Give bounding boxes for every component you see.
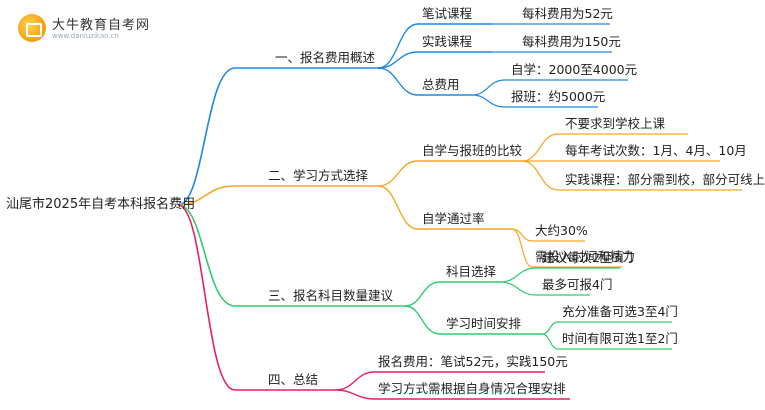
connector-b3-c1-l2 (499, 281, 590, 296)
leaf-pass-rate-value: 大约30% (535, 223, 588, 238)
leaf-class-fee: 报班：约5000元 (511, 89, 606, 104)
leaf-practice-fee: 每科费用为150元 (522, 34, 621, 49)
connector-root-b2 (177, 185, 378, 206)
book-logo-icon (18, 14, 46, 42)
node-written-course: 笔试课程 (422, 6, 473, 21)
leaf-self-study-fee: 自学：2000至4000元 (511, 62, 638, 77)
leaf-exam-times: 每年考试次数：1月、4月、10月 (565, 143, 747, 158)
leaf-limited-time: 时间有限可选1至2门 (562, 331, 678, 346)
node-time-plan: 学习时间安排 (446, 316, 522, 331)
node-practice-course: 实践课程 (422, 34, 473, 49)
node-subject-choice: 科目选择 (446, 264, 497, 279)
connector-b1-c1 (377, 23, 492, 69)
connector-b4-c2 (334, 389, 570, 400)
leaf-max-subjects: 最多可报4门 (542, 277, 613, 292)
leaf-written-fee: 每科费用为52元 (522, 6, 613, 21)
connector-root-b4 (177, 204, 335, 391)
leaf-no-school: 不要求到学校上课 (565, 116, 666, 131)
connector-b4-c1 (334, 371, 545, 391)
leaf-suggest-subjects: 建议每次2至3门 (542, 250, 633, 265)
connector-b2-c1-l3 (521, 160, 742, 191)
leaf-practice-location: 实践课程：部分需到校，部分可线上 (565, 172, 765, 187)
connector-b1-c2 (377, 51, 492, 69)
logo-name: 大牛教育自考网 (52, 18, 151, 33)
node-summary-mode: 学习方式需根据自身情况合理安排 (378, 381, 566, 396)
connector-b1-c3 (377, 67, 472, 96)
connector-b2-c1 (377, 160, 522, 187)
connector-b1-c3-l1 (471, 79, 628, 96)
node-total-fee: 总费用 (422, 77, 460, 92)
connector-b3-c2 (404, 305, 542, 335)
logo-url: www.daniuzikao.cn (52, 32, 119, 40)
node-pass-rate: 自学通过率 (422, 211, 485, 226)
connector-b2-c2 (377, 185, 512, 230)
connector-b3-c2-l2 (541, 333, 672, 350)
branch-study-mode: 二、学习方式选择 (268, 168, 369, 183)
node-summary-fee: 报名费用：笔试52元，实践150元 (378, 354, 568, 369)
node-self-vs-class: 自学与报班的比较 (422, 143, 523, 158)
connector-b3-c2-l1 (541, 321, 672, 335)
connector-root-b1 (177, 67, 378, 206)
branch-subject-count: 三、报名科目数量建议 (268, 288, 394, 303)
connector-b1-c3-l2 (471, 94, 598, 108)
branch-fee-overview: 一、报名费用概述 (275, 50, 376, 65)
connector-b2-c1-l1 (521, 133, 688, 162)
leaf-well-prepared: 充分准备可选3至4门 (562, 304, 678, 319)
connector-root-b3 (177, 204, 405, 307)
site-logo[interactable]: 大牛教育自考网 www.daniuzikao.cn (14, 8, 164, 48)
connector-b3-c1-l1 (499, 267, 620, 283)
branch-summary: 四、总结 (268, 372, 319, 387)
leaf-effort: 需投入时间和精力 (535, 249, 636, 264)
connector-b3-c1 (404, 281, 500, 307)
connector-b2-c2-l2 (511, 228, 622, 268)
root-topic: 汕尾市2025年自考本科报名费用 (6, 197, 196, 212)
